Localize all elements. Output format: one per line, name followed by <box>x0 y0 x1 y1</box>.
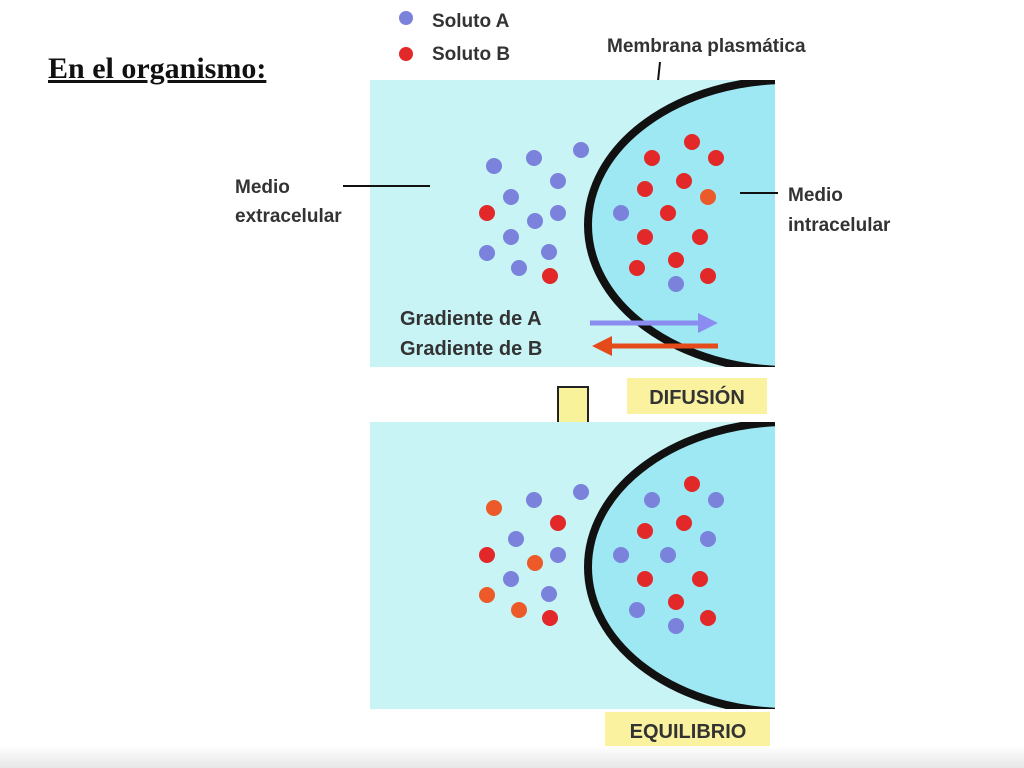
solute-b-dot <box>479 547 495 563</box>
solute-b-dot <box>700 610 716 626</box>
solute-b-dot <box>637 523 653 539</box>
solute-b-dot <box>676 173 692 189</box>
solute-b-dot <box>486 500 502 516</box>
solute-b-dot <box>479 205 495 221</box>
equilibrio-caption: EQUILIBRIO <box>630 721 747 743</box>
solute-b-dot <box>542 268 558 284</box>
equilibrium-panel <box>370 422 775 709</box>
equilibrio-caption-box <box>605 712 770 748</box>
solute-b-dot <box>660 205 676 221</box>
solute-b-dot <box>692 229 708 245</box>
left-arrow-icon <box>592 336 718 356</box>
solute-a-dot <box>550 547 566 563</box>
solute-a-legend-dot <box>399 11 413 25</box>
solute-b-dot <box>708 150 724 166</box>
solute-a-dot <box>573 484 589 500</box>
solute-a-dot <box>700 531 716 547</box>
extracellular-label-2: extracelular <box>235 206 342 227</box>
diffusion-solutes <box>479 134 724 292</box>
solute-a-dot <box>527 213 543 229</box>
solute-b-legend-dot <box>399 47 413 61</box>
page-title: En el organismo: <box>48 52 267 85</box>
solute-a-dot <box>541 586 557 602</box>
solute-a-dot <box>503 571 519 587</box>
solute-b-dot <box>629 260 645 276</box>
solute-a-dot <box>708 492 724 508</box>
footer-band <box>0 746 1024 768</box>
solute-a-dot <box>503 189 519 205</box>
extracellular-label-1: Medio <box>235 177 290 198</box>
solute-a-dot <box>508 531 524 547</box>
solute-a-dot <box>644 492 660 508</box>
solute-a-dot <box>550 205 566 221</box>
solute-b-dot <box>676 515 692 531</box>
intracellular-label-1: Medio <box>788 185 843 206</box>
right-arrow-icon <box>590 313 718 333</box>
solute-b-dot <box>668 594 684 610</box>
solute-b-dot <box>479 587 495 603</box>
solute-a-dot <box>613 205 629 221</box>
solute-a-dot <box>541 244 557 260</box>
solute-b-dot <box>692 571 708 587</box>
solute-b-dot <box>511 602 527 618</box>
solute-b-dot <box>527 555 543 571</box>
solute-b-dot <box>637 229 653 245</box>
solute-a-dot <box>668 276 684 292</box>
solute-b-dot <box>542 610 558 626</box>
solute-a-legend-label: Soluto A <box>432 11 510 32</box>
solute-b-dot <box>684 134 700 150</box>
solute-b-dot <box>637 181 653 197</box>
gradient-a-label: Gradiente de A <box>400 308 542 330</box>
solute-b-dot <box>684 476 700 492</box>
diffusion-panel <box>370 80 775 367</box>
equilibrium-solutes <box>479 476 724 634</box>
membrane-label: Membrana plasmática <box>607 36 806 57</box>
solute-a-dot <box>613 547 629 563</box>
solute-b-legend-label: Soluto B <box>432 44 510 65</box>
solute-a-dot <box>660 547 676 563</box>
solute-b-dot <box>668 252 684 268</box>
solute-b-dot <box>700 189 716 205</box>
solute-a-dot <box>526 492 542 508</box>
solute-a-dot <box>503 229 519 245</box>
solute-b-dot <box>550 515 566 531</box>
solute-a-dot <box>668 618 684 634</box>
cell-membrane <box>584 80 775 367</box>
solute-b-dot <box>700 268 716 284</box>
solute-a-dot <box>573 142 589 158</box>
solute-a-dot <box>550 173 566 189</box>
difusion-caption-box <box>627 378 767 414</box>
solute-b-dot <box>637 571 653 587</box>
solute-b-dot <box>644 150 660 166</box>
solute-a-dot <box>629 602 645 618</box>
intracellular-label-2: intracelular <box>788 215 891 236</box>
solute-a-dot <box>486 158 502 174</box>
gradient-b-label: Gradiente de B <box>400 338 542 360</box>
solute-a-dot <box>511 260 527 276</box>
solute-a-dot <box>479 245 495 261</box>
solute-a-dot <box>526 150 542 166</box>
difusion-caption: DIFUSIÓN <box>649 385 745 409</box>
cell-membrane <box>584 422 775 709</box>
